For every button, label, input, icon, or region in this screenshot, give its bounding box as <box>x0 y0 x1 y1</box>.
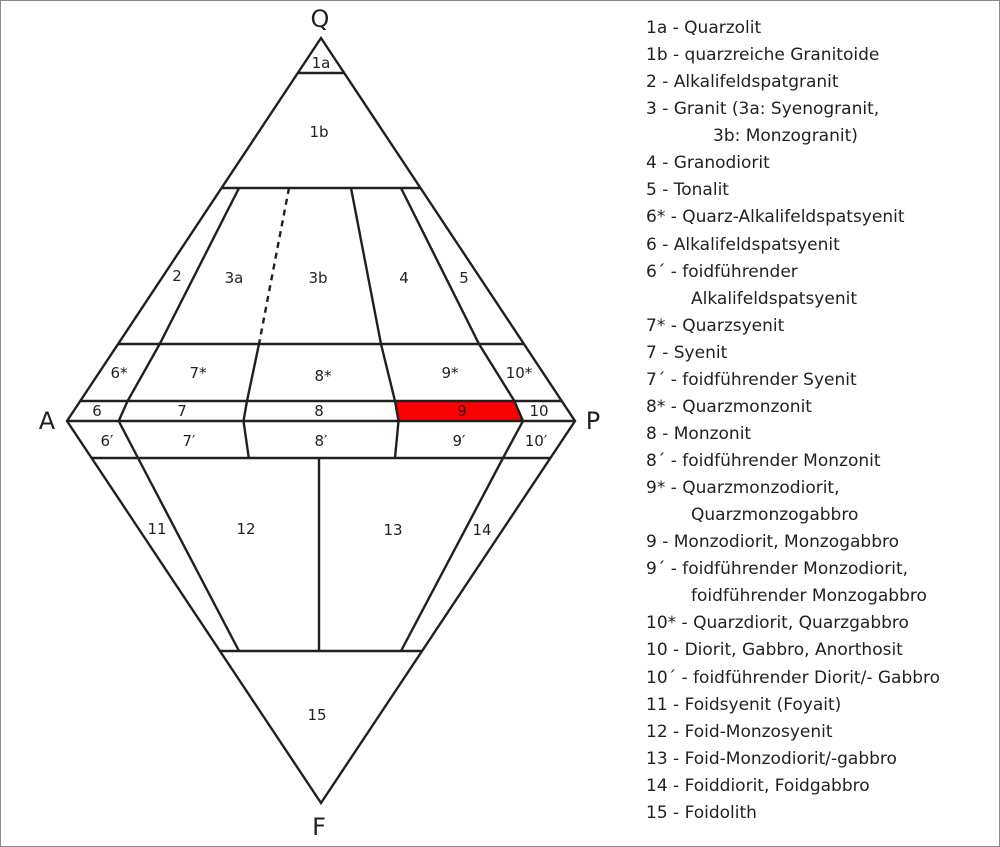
legend-item: 9* - Quarzmonzodiorit, Quarzmonzogabbro <box>646 475 940 529</box>
legend-item: 6* - Quarz-Alkalifeldspatsyenit <box>646 204 940 231</box>
divider-4-5 <box>399 187 525 652</box>
legend-item: 10´ - foidführender Diorit/- Gabbro <box>646 665 940 692</box>
field-label-4: 4 <box>399 269 409 287</box>
divider-3b-4 <box>349 187 400 459</box>
field-label-1a: 1a <box>312 54 331 72</box>
legend-item: 1a - Quarzolit <box>646 15 940 42</box>
legend-item-text: 10´ - foidführender Diorit/- Gabbro <box>646 667 941 688</box>
legend-item-continuation: foidführender Monzogabbro <box>691 586 927 607</box>
field-label-8star: 8* <box>314 367 332 385</box>
field-label-9star: 9* <box>441 364 459 382</box>
field-label-8prime: 8′ <box>315 432 329 450</box>
legend-item: 14 - Foiddiorit, Foidgabbro <box>646 773 940 800</box>
legend-item-text: 7´ - foidführender Syenit <box>646 369 857 390</box>
field-label-6star: 6* <box>110 364 128 382</box>
legend-item-text: 3 - Granit (3a: Syenogranit, <box>646 99 880 120</box>
diamond-outline <box>65 35 577 806</box>
legend-item: 7* - Quarzsyenit <box>646 313 940 340</box>
divider-2-3a <box>117 187 241 652</box>
legend-item-text: 5 - Tonalit <box>646 180 729 201</box>
legend-item-text: 9* - Quarzmonzodiorit, <box>646 478 840 499</box>
field-label-9prime: 9′ <box>453 432 467 450</box>
legend-item-text: 8´ - foidführender Monzonit <box>646 451 881 471</box>
legend-item-text: 7* - Quarzsyenit <box>646 315 785 336</box>
legend-item-text: 2 - Alkalifeldspatgranit <box>646 72 839 93</box>
legend-item: 4 - Granodiorit <box>646 150 940 177</box>
legend-item: 10* - Quarzdiorit, Quarzgabbro <box>646 610 940 637</box>
divider-3a-3b-dashed <box>257 187 291 345</box>
legend-item: 9´ - foidführender Monzodiorit, foidführe… <box>646 556 940 610</box>
legend-item: 15 - Foidolith <box>646 800 940 827</box>
legend-item-text: 12 - Foid-Monzosyenit <box>646 721 833 742</box>
legend-item-text: 1a - Quarzolit <box>646 18 762 38</box>
legend-item: 7 - Syenit <box>646 340 940 367</box>
field-label-15: 15 <box>307 706 326 724</box>
legend-item: 7´ - foidführender Syenit <box>646 367 940 394</box>
legend-item: 10 - Diorit, Gabbro, Anorthosit <box>646 637 940 664</box>
legend-item-text: 15 - Foidolith <box>646 802 757 823</box>
legend-item: 8 - Monzonit <box>646 421 940 448</box>
field-label-13: 13 <box>383 521 402 539</box>
field-label-7star: 7* <box>189 364 207 382</box>
legend-item-continuation: Quarzmonzogabbro <box>691 505 859 526</box>
field-label-10prime: 10′ <box>525 432 548 450</box>
field-label-12: 12 <box>236 520 255 538</box>
legend-item: 6 - Alkalifeldspatsyenit <box>646 232 940 259</box>
field-label-8: 8 <box>314 402 324 420</box>
legend-item-continuation: 3b: Monzogranit) <box>713 126 858 147</box>
field-label-6prime: 6′ <box>101 432 115 450</box>
legend-item-text: 4 - Granodiorit <box>646 153 770 174</box>
legend-item-text: 14 - Foiddiorit, Foidgabbro <box>646 775 870 796</box>
field-label-9: 9 <box>457 402 467 420</box>
field-label-14: 14 <box>472 521 491 539</box>
legend-item: 1b - quarzreiche Granitoide <box>646 42 940 69</box>
field-label-6: 6 <box>92 402 102 420</box>
legend: 1a - Quarzolit 1b - quarzreiche Granitoid… <box>646 15 940 827</box>
field-label-11: 11 <box>147 520 166 538</box>
qapf-diagram: Q A P F 1a 1b 2 3a 3b 4 5 6* 7* 8* 9* 10… <box>39 5 600 841</box>
field-label-3a: 3a <box>225 269 244 287</box>
divider-7-8 <box>242 343 261 459</box>
vertex-f-label: F <box>312 813 326 841</box>
legend-item-text: 10* - Quarzdiorit, Quarzgabbro <box>646 613 909 634</box>
legend-item-text: 11 - Foidsyenit (Foyait) <box>646 694 842 715</box>
field-label-7prime: 7′ <box>183 432 197 450</box>
legend-item: 5 - Tonalit <box>646 177 940 204</box>
legend-item: 8* - Quarzmonzonit <box>646 394 940 421</box>
field-label-5: 5 <box>459 269 469 287</box>
legend-item: 9 - Monzodiorit, Monzogabbro <box>646 529 940 556</box>
field-label-3b: 3b <box>308 269 327 287</box>
legend-item-text: 8* - Quarzmonzonit <box>646 396 812 417</box>
field-label-7: 7 <box>177 402 187 420</box>
legend-item: 8´ - foidführender Monzonit <box>646 448 940 475</box>
legend-item-text: 10 - Diorit, Gabbro, Anorthosit <box>646 640 903 661</box>
legend-item: 2 - Alkalifeldspatgranit <box>646 69 940 96</box>
field-label-10star: 10* <box>506 364 533 382</box>
legend-item: 3 - Granit (3a: Syenogranit, 3b: Monzogra… <box>646 96 940 150</box>
field-label-2: 2 <box>172 267 182 285</box>
field-label-10: 10 <box>529 402 548 420</box>
legend-item: 12 - Foid-Monzosyenit <box>646 719 940 746</box>
legend-item-text: 13 - Foid-Monzodiorit/-gabbro <box>646 748 897 769</box>
legend-item-text: 9 - Monzodiorit, Monzogabbro <box>646 532 899 553</box>
legend-item-text: 6´ - foidführender <box>646 261 798 282</box>
legend-item-text: 7 - Syenit <box>646 342 728 363</box>
field-9-highlight <box>395 401 523 421</box>
legend-item: 11 - Foidsyenit (Foyait) <box>646 692 940 719</box>
vertex-p-label: P <box>586 407 600 435</box>
legend-item-continuation: Alkalifeldspatsyenit <box>691 288 857 309</box>
legend-item-text: 9´ - foidführender Monzodiorit, <box>646 559 909 580</box>
legend-item: 13 - Foid-Monzodiorit/-gabbro <box>646 746 940 773</box>
field-label-1b: 1b <box>309 123 328 141</box>
legend-item-text: 6 - Alkalifeldspatsyenit <box>646 234 840 255</box>
vertex-a-label: A <box>39 407 56 435</box>
legend-item-text: 1b - quarzreiche Granitoide <box>646 45 880 66</box>
vertex-q-label: Q <box>311 5 330 33</box>
legend-item-text: 6* - Quarz-Alkalifeldspatsyenit <box>646 207 905 228</box>
legend-item-text: 8 - Monzonit <box>646 423 752 444</box>
